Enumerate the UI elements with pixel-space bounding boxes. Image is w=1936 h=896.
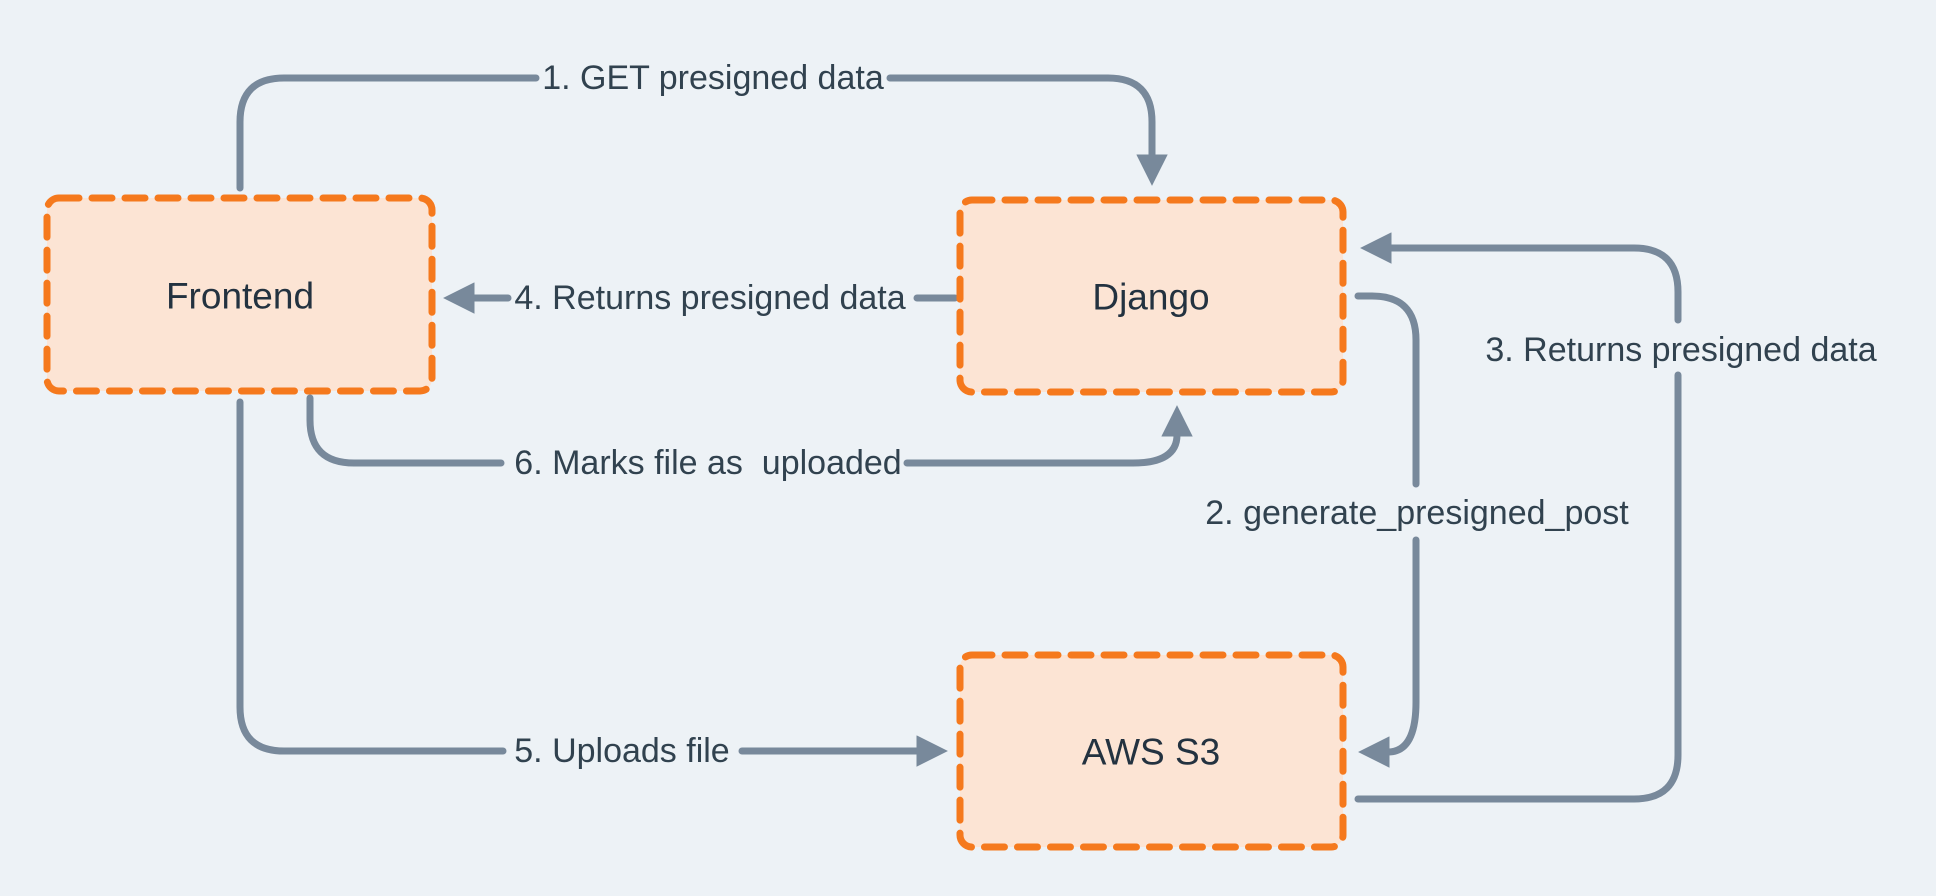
edge-4-label: 4. Returns presigned data <box>514 279 905 317</box>
node-aws-s3: AWS S3 <box>956 651 1347 851</box>
edge-1-line-start <box>236 74 540 192</box>
edge-5-uploads-file: 5. Uploads file <box>236 398 948 770</box>
edge-1-line-end <box>886 74 1168 186</box>
edge-2-line-end <box>1358 536 1420 768</box>
node-frontend-label: Frontend <box>166 276 314 317</box>
node-django-box <box>956 196 1347 396</box>
edge-2-generate-presigned-post: 2. generate_presigned_post <box>1205 292 1629 768</box>
edge-6-marks-file-uploaded: 6. Marks file as uploaded <box>306 394 1193 482</box>
edge-6-line-end <box>903 405 1193 467</box>
node-aws-s3-box <box>956 651 1347 851</box>
edge-3-label: 3. Returns presigned data <box>1485 331 1876 369</box>
edge-6-label: 6. Marks file as uploaded <box>514 444 901 482</box>
node-django: Django <box>956 196 1347 396</box>
edge-2-line-start <box>1354 292 1420 488</box>
edge-1-get-presigned-data: 1. GET presigned data <box>236 59 1168 192</box>
node-aws-s3-label: AWS S3 <box>1082 732 1220 773</box>
node-frontend-box <box>43 194 436 395</box>
edge-6-line-start <box>306 394 505 467</box>
node-django-label: Django <box>1092 277 1209 318</box>
edge-1-label: 1. GET presigned data <box>542 59 884 97</box>
edge-2-label: 2. generate_presigned_post <box>1205 494 1629 532</box>
edge-3-line-start <box>1354 371 1682 803</box>
node-frontend: Frontend <box>43 194 436 395</box>
edge-3-line-end <box>1360 232 1682 324</box>
edge-4-returns-presigned-data: 4. Returns presigned data <box>443 279 959 317</box>
edge-3-returns-presigned-data: 3. Returns presigned data <box>1354 232 1877 803</box>
edge-5-label: 5. Uploads file <box>514 732 729 770</box>
edge-5-line-start <box>236 398 507 755</box>
